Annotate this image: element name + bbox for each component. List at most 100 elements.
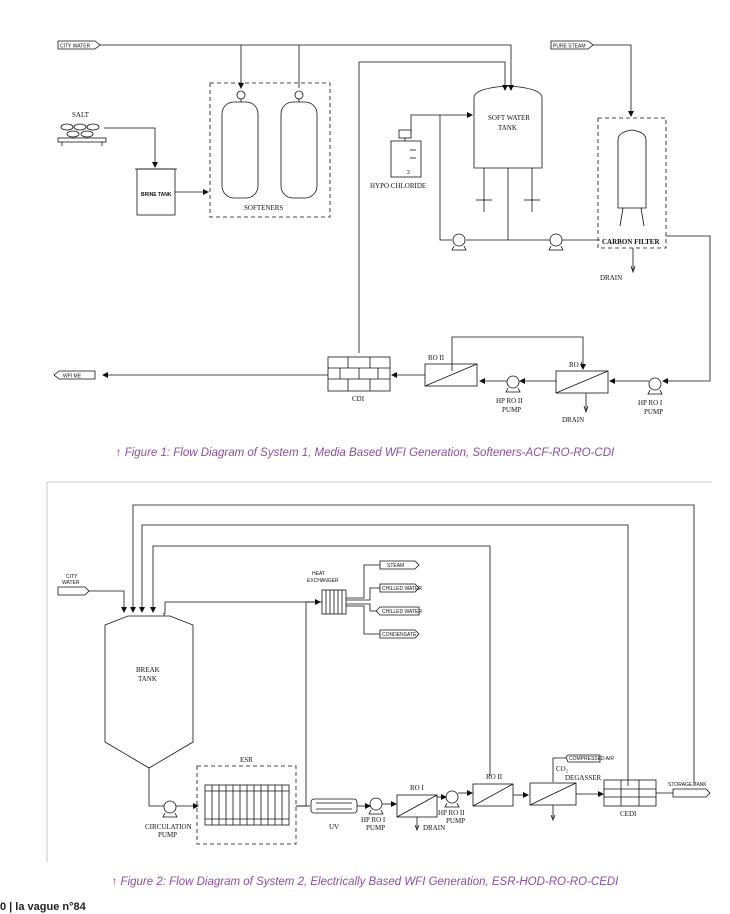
carbon-outlet-line (666, 235, 711, 382)
recirc-line-middle (139, 524, 629, 786)
hp-ro-i-label-2: PUMP (644, 408, 663, 416)
hp-ro-i-2-label-2: PUMP (366, 824, 385, 832)
storage-tank-tag (672, 788, 711, 798)
cdi-recirc-line (358, 61, 508, 353)
tank-outlet-line (148, 768, 164, 807)
ro-ii-label: RO II (428, 354, 445, 362)
circulation-pump-label-1: CIRCULATION (145, 823, 192, 831)
drain-2-label: DRAIN (562, 416, 584, 424)
degasser-label: DEGASSER (565, 774, 602, 782)
softener-vessel-1 (221, 90, 259, 199)
pure-steam-line (593, 44, 634, 117)
city-water-2-label-1: CITY (66, 574, 78, 580)
hp-ro-ii-pump-2 (444, 790, 460, 808)
soft-water-tank: SOFT WATER TANK (473, 85, 543, 212)
drain-symbol-2 (583, 405, 589, 414)
circulation-pump (162, 800, 178, 818)
soft-water-tank-label-1: SOFT WATER (488, 114, 530, 122)
cdi-label: CDI (352, 395, 365, 403)
page-footer: 0 | la vague n°84 (0, 901, 86, 913)
steam-label: STEAM (387, 563, 404, 569)
chilled-supply-line (346, 587, 380, 601)
pure-steam-label: PURE STEAM (553, 44, 586, 50)
heat-exchanger-label-1: HEAT (312, 571, 325, 577)
hx-inlet-line (305, 599, 321, 776)
heat-exchanger-unit (321, 589, 347, 615)
chilled-water-tag-2: CHILLED WATER (375, 606, 422, 616)
drain-3-label: DRAIN (423, 824, 445, 832)
hp-ro-ii-2-label-2: PUMP (446, 817, 465, 825)
ro-i-unit-2 (396, 794, 438, 818)
softeners-box (209, 82, 331, 218)
city-water-line-2 (241, 44, 514, 91)
hypo-chloride-label: HYPO CHLORIDE (370, 182, 426, 190)
chilled-water-2-label: CHILLED WATER (382, 609, 422, 615)
softeners-label: SOFTENERS (244, 204, 283, 212)
figure-1-diagram: CITY WATER PURE STEAM SALT (53, 40, 711, 424)
wfi-me-tag: WFI ME (53, 370, 96, 380)
city-water-2-label-2: WATER (62, 580, 80, 586)
wfi-me-label: WFI ME (63, 374, 82, 380)
recirc-line-outer (130, 504, 695, 786)
drain-symbol-1 (630, 265, 636, 274)
condensate-label: CONDENSATE (382, 632, 417, 638)
ro-ii-unit (424, 363, 478, 387)
hypo-chloride-tank: 2 HYPO CHLORIDE (370, 129, 426, 190)
salt-icon: SALT (57, 111, 107, 146)
steam-tag: STEAM (379, 560, 420, 570)
hp-ro-i-pump (647, 377, 663, 395)
pure-steam-tag: PURE STEAM (550, 40, 594, 50)
condensate-tag: CONDENSATE (379, 629, 420, 639)
chilled-return-line (346, 603, 380, 612)
city-water-line-1 (100, 44, 244, 89)
uv-label: UV (329, 823, 339, 831)
drain-symbol-3 (414, 824, 420, 832)
brine-tank-label: BRINE TANK (141, 192, 172, 198)
ro-i-unit (555, 370, 609, 394)
hp-ro-i-pump-2 (368, 797, 384, 815)
figure-2-diagram: CITY WATER BREAK TANK HEAT EXCHANGER (46, 481, 712, 862)
city-water-2-tag: CITY WATER (57, 574, 90, 596)
heat-exchanger-label-2: EXCHANGER (307, 578, 339, 584)
hypo-loop-line (439, 115, 452, 241)
carbon-filter-label: CARBON FILTER (602, 238, 660, 246)
compressed-air-tag: COMPRESSED AIR (565, 754, 614, 763)
hypo-level-label: 2 (407, 170, 410, 176)
tank-pump-2 (548, 233, 564, 251)
salt-label: SALT (72, 111, 90, 119)
city-water-2-line (89, 590, 127, 613)
esr-box (196, 765, 297, 845)
ro-ii-2-label: RO II (486, 773, 503, 781)
circulation-pump-label-2: PUMP (158, 831, 177, 839)
cedi-label: CEDI (620, 810, 637, 818)
compressed-air-line (552, 757, 566, 782)
condensate-line (346, 605, 380, 635)
degasser-unit (529, 782, 577, 806)
hp-ro-ii-label-2: PUMP (502, 406, 521, 414)
figure-2-caption: ↑ Figure 2: Flow Diagram of System 2, El… (111, 876, 619, 888)
cedi-unit (603, 779, 657, 807)
city-water-label: CITY WATER (60, 44, 91, 50)
softener-vessel-2 (280, 90, 318, 199)
chilled-water-1-label: CHILLED WATER (382, 586, 422, 592)
drain-1-label: DRAIN (600, 274, 622, 282)
hp-ro-i-2-label-1: HP RO I (361, 816, 386, 824)
steam-line (346, 564, 380, 599)
chilled-water-tag-1: CHILLED WATER (379, 583, 422, 593)
storage-tank-label: STORAGE TANK (668, 782, 707, 788)
esr-label: ESR (240, 756, 253, 764)
compressed-air-label: COMPRESSED AIR (569, 756, 614, 762)
hp-ro-ii-pump (505, 375, 521, 393)
ro-i-label: RO I (569, 361, 583, 369)
esr-units (204, 784, 290, 826)
brine-tank: BRINE TANK (135, 168, 177, 216)
cdi-unit (327, 356, 391, 392)
carbon-filter-box (597, 117, 667, 249)
ro-ii-unit-2 (472, 783, 514, 807)
hx-to-tank-line (164, 601, 322, 614)
hypo-dose-line (410, 112, 473, 133)
salt-to-brine-line (104, 127, 158, 168)
drain-symbol-4 (550, 814, 556, 822)
recirc-line-inner (150, 545, 491, 776)
